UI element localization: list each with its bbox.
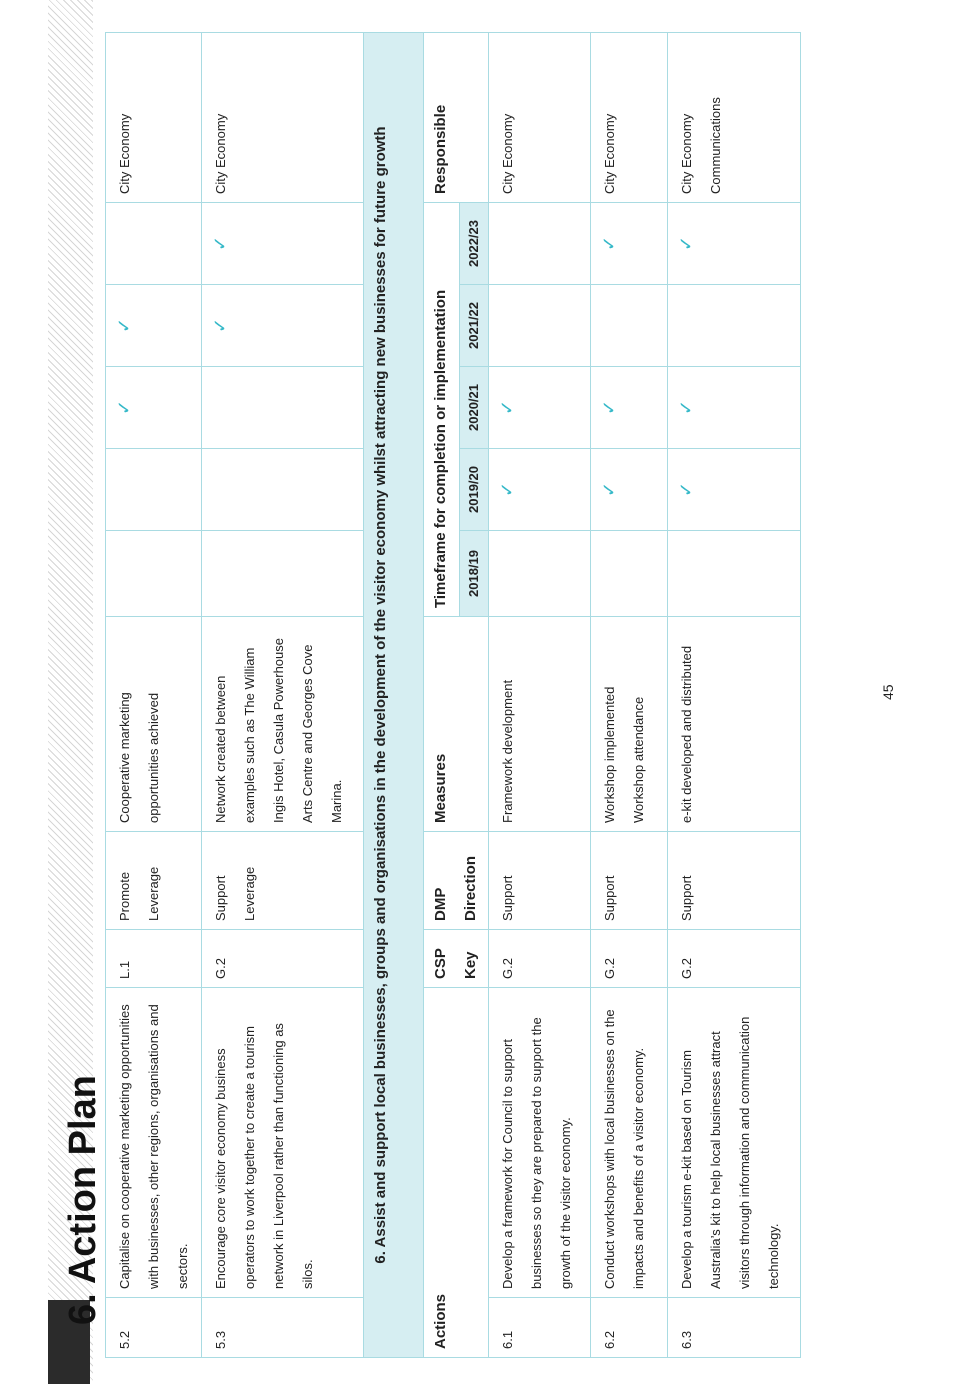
csp-key: L.1 <box>105 929 202 988</box>
table-row: 6.3 Develop a tourism e-kit based on Tou… <box>667 32 801 1358</box>
measures-text: Network created between examples such as… <box>201 616 364 832</box>
table-row: 5.3 Encourage core visitor economy busin… <box>201 32 364 1358</box>
action-plan-table: 5.2 Capitalise on cooperative marketing … <box>105 32 801 1358</box>
tick-icon: ✓ <box>201 284 364 367</box>
action-plan-table-container: 5.2 Capitalise on cooperative marketing … <box>105 32 831 1358</box>
tick-cell <box>667 284 801 367</box>
timeframe-header: Timeframe for completion or implementati… <box>423 202 460 617</box>
decorative-hatch-strip <box>48 0 93 1384</box>
row-id: 6.2 <box>590 1297 668 1358</box>
csp-key: G.2 <box>590 929 668 988</box>
tick-cell <box>201 530 364 617</box>
measures-text: e-kit developed and distributed <box>667 616 801 832</box>
section-heading: 6. Assist and support local businesses, … <box>363 32 424 1358</box>
section-heading-row: 6. Assist and support local businesses, … <box>363 32 424 1358</box>
year-header: 2020/21 <box>459 366 489 449</box>
tick-cell <box>105 530 202 617</box>
action-text: Encourage core visitor economy business … <box>201 987 364 1298</box>
dmp-direction: Support <box>667 831 801 930</box>
responsible-text: City Economy <box>105 32 202 203</box>
tick-icon: ✓ <box>590 202 668 285</box>
dmp-direction-header: DMP Direction <box>423 831 489 930</box>
tick-cell <box>105 202 202 285</box>
table-row: 6.2 Conduct workshops with local busines… <box>590 32 668 1358</box>
tick-icon: ✓ <box>667 448 801 531</box>
column-header-row: Actions CSP Key DMP Direction Measures T… <box>423 32 489 1358</box>
page-number: 45 <box>880 684 896 700</box>
csp-key: G.2 <box>201 929 364 988</box>
action-text: Capitalise on cooperative marketing oppo… <box>105 987 202 1298</box>
year-header: 2022/23 <box>459 202 489 285</box>
measures-text: Framework development <box>488 616 591 832</box>
responsible-text: City Economy <box>590 32 668 203</box>
dmp-direction: Support <box>590 831 668 930</box>
tick-cell <box>488 284 591 367</box>
tick-cell <box>590 284 668 367</box>
row-id: 6.1 <box>488 1297 591 1358</box>
year-header: 2021/22 <box>459 284 489 367</box>
year-header: 2018/19 <box>459 530 489 617</box>
tick-icon: ✓ <box>201 202 364 285</box>
year-header: 2019/20 <box>459 448 489 531</box>
tick-icon: ✓ <box>488 366 591 449</box>
title-accent-bar <box>48 1300 90 1384</box>
tick-icon: ✓ <box>105 284 202 367</box>
tick-icon: ✓ <box>488 448 591 531</box>
tick-cell <box>667 530 801 617</box>
tick-cell <box>105 448 202 531</box>
csp-key-header: CSP Key <box>423 929 489 988</box>
responsible-text: City Economy <box>201 32 364 203</box>
tick-cell <box>201 448 364 531</box>
tick-icon: ✓ <box>667 366 801 449</box>
action-text: Conduct workshops with local businesses … <box>590 987 668 1298</box>
measures-text: Cooperative marketing opportunities achi… <box>105 616 202 832</box>
dmp-direction: Support <box>488 831 591 930</box>
actions-header: Actions <box>423 987 489 1358</box>
tick-icon: ✓ <box>590 448 668 531</box>
tick-icon: ✓ <box>590 366 668 449</box>
row-id: 5.3 <box>201 1297 364 1358</box>
csp-key: G.2 <box>488 929 591 988</box>
action-text: Develop a framework for Council to suppo… <box>488 987 591 1298</box>
table-row: 5.2 Capitalise on cooperative marketing … <box>105 32 202 1358</box>
row-id: 5.2 <box>105 1297 202 1358</box>
responsible-header: Responsible <box>423 32 489 203</box>
responsible-text: City Economy <box>488 32 591 203</box>
table-row: 6.1 Develop a framework for Council to s… <box>488 32 591 1358</box>
action-text: Develop a tourism e-kit based on Tourism… <box>667 987 801 1298</box>
dmp-direction: Promote Leverage <box>105 831 202 930</box>
tick-cell <box>590 530 668 617</box>
csp-key: G.2 <box>667 929 801 988</box>
dmp-direction: Support Leverage <box>201 831 364 930</box>
tick-icon: ✓ <box>105 366 202 449</box>
measures-text: Workshop implemented Workshop attendance <box>590 616 668 832</box>
tick-icon: ✓ <box>667 202 801 285</box>
tick-cell <box>488 202 591 285</box>
page-title: 6. Action Plan <box>62 1075 104 1325</box>
measures-header: Measures <box>423 616 489 832</box>
responsible-text: City Economy Communications <box>667 32 801 203</box>
tick-cell <box>201 366 364 449</box>
tick-cell <box>488 530 591 617</box>
row-id: 6.3 <box>667 1297 801 1358</box>
